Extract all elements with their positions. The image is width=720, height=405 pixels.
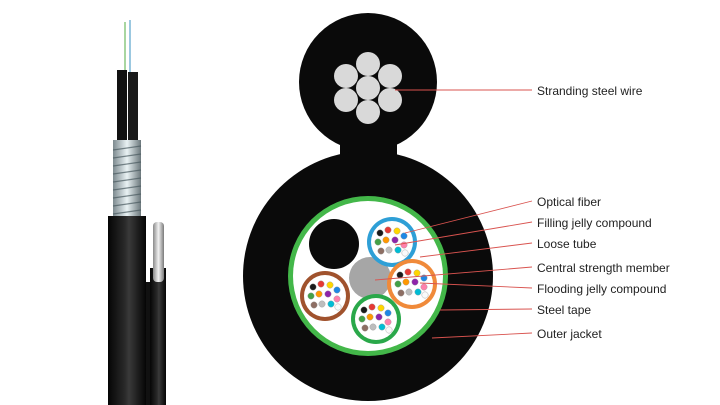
- label-flooding-jelly-compound: Flooding jelly compound: [537, 282, 667, 296]
- label-optical-fiber: Optical fiber: [537, 195, 602, 209]
- leader-line: [419, 282, 533, 289]
- messenger-jacket-photo: [150, 268, 166, 405]
- optical-fiber-dot: [360, 306, 368, 314]
- label-outer-jacket: Outer jacket: [537, 327, 602, 341]
- leader-line: [394, 221, 533, 246]
- optical-fiber-dot: [394, 246, 402, 254]
- label-stranding-steel-wire: Stranding steel wire: [537, 84, 643, 98]
- optical-fiber-dot: [396, 271, 404, 279]
- optical-fiber-dot: [315, 290, 323, 298]
- leader-line: [419, 242, 533, 258]
- optical-fiber-dot: [368, 303, 376, 311]
- optical-fiber-dot: [411, 278, 419, 286]
- optical-fiber-dot: [405, 288, 413, 296]
- steel-wire: [356, 100, 380, 124]
- optical-fiber-dot: [402, 278, 410, 286]
- optical-fiber-dot: [318, 300, 326, 308]
- leader-line: [374, 266, 533, 281]
- optical-fiber-dot: [307, 292, 315, 300]
- central-strength-member: [349, 257, 391, 299]
- outer-jacket-photo: [108, 216, 146, 405]
- optical-fiber-dot: [391, 236, 399, 244]
- optical-fiber-dot: [334, 303, 342, 311]
- optical-fiber-dot: [404, 268, 412, 276]
- optical-fiber-dot: [377, 247, 385, 255]
- optical-fiber-dot: [377, 304, 385, 312]
- optical-fiber-dot: [397, 289, 405, 297]
- optical-fiber-dot: [374, 238, 382, 246]
- optical-fiber-dot: [317, 280, 325, 288]
- corrugation-lines: [112, 145, 142, 215]
- fiber-strand: [124, 22, 126, 82]
- steel-wire: [334, 64, 358, 88]
- optical-fiber-dot: [394, 280, 402, 288]
- optical-fiber-dot: [384, 318, 392, 326]
- optical-fiber-dot: [385, 246, 393, 254]
- optical-fiber-dot: [382, 236, 390, 244]
- label-steel-tape: Steel tape: [537, 303, 592, 317]
- optical-fiber-dot: [400, 232, 408, 240]
- label-central-strength-member: Central strength member: [537, 261, 670, 275]
- optical-fiber-dot: [333, 286, 341, 294]
- optical-fiber-dot: [378, 323, 386, 331]
- loose-tube-photo: [117, 70, 127, 150]
- filler-rod: [309, 219, 359, 269]
- leader-line: [439, 308, 533, 311]
- optical-fiber-dot: [413, 269, 421, 277]
- steel-wire: [356, 52, 380, 76]
- fiber-strand: [129, 20, 131, 82]
- optical-fiber-dot: [414, 288, 422, 296]
- optical-fiber-dot: [326, 281, 334, 289]
- steel-wire: [378, 64, 402, 88]
- optical-fiber-dot: [310, 301, 318, 309]
- steel-wire: [378, 88, 402, 112]
- optical-fiber-dot: [333, 295, 341, 303]
- optical-fiber-dot: [420, 283, 428, 291]
- steel-wire: [334, 88, 358, 112]
- steel-wire-photo: [153, 222, 164, 282]
- leader-line: [431, 332, 533, 339]
- optical-fiber-dot: [361, 324, 369, 332]
- optical-fiber-dot: [393, 227, 401, 235]
- optical-fiber-dot: [385, 326, 393, 334]
- leader-line: [404, 200, 533, 234]
- optical-fiber-dot: [421, 291, 429, 299]
- leader-lines: [374, 89, 533, 339]
- optical-fiber-dot: [384, 226, 392, 234]
- optical-fiber-dot: [369, 323, 377, 331]
- optical-fiber-dot: [327, 300, 335, 308]
- optical-fiber-dot: [401, 249, 409, 257]
- optical-fiber-dot: [309, 283, 317, 291]
- loose-tube-photo: [128, 72, 138, 150]
- steel-wire: [356, 76, 380, 100]
- optical-fiber-dot: [376, 229, 384, 237]
- cable-cross-section: [243, 13, 493, 401]
- label-filling-jelly-compound: Filling jelly compound: [537, 216, 652, 230]
- optical-fiber-dot: [375, 313, 383, 321]
- optical-fiber-dot: [324, 290, 332, 298]
- optical-fiber-dot: [384, 309, 392, 317]
- optical-fiber-dot: [358, 315, 366, 323]
- label-loose-tube: Loose tube: [537, 237, 597, 251]
- optical-fiber-dot: [366, 313, 374, 321]
